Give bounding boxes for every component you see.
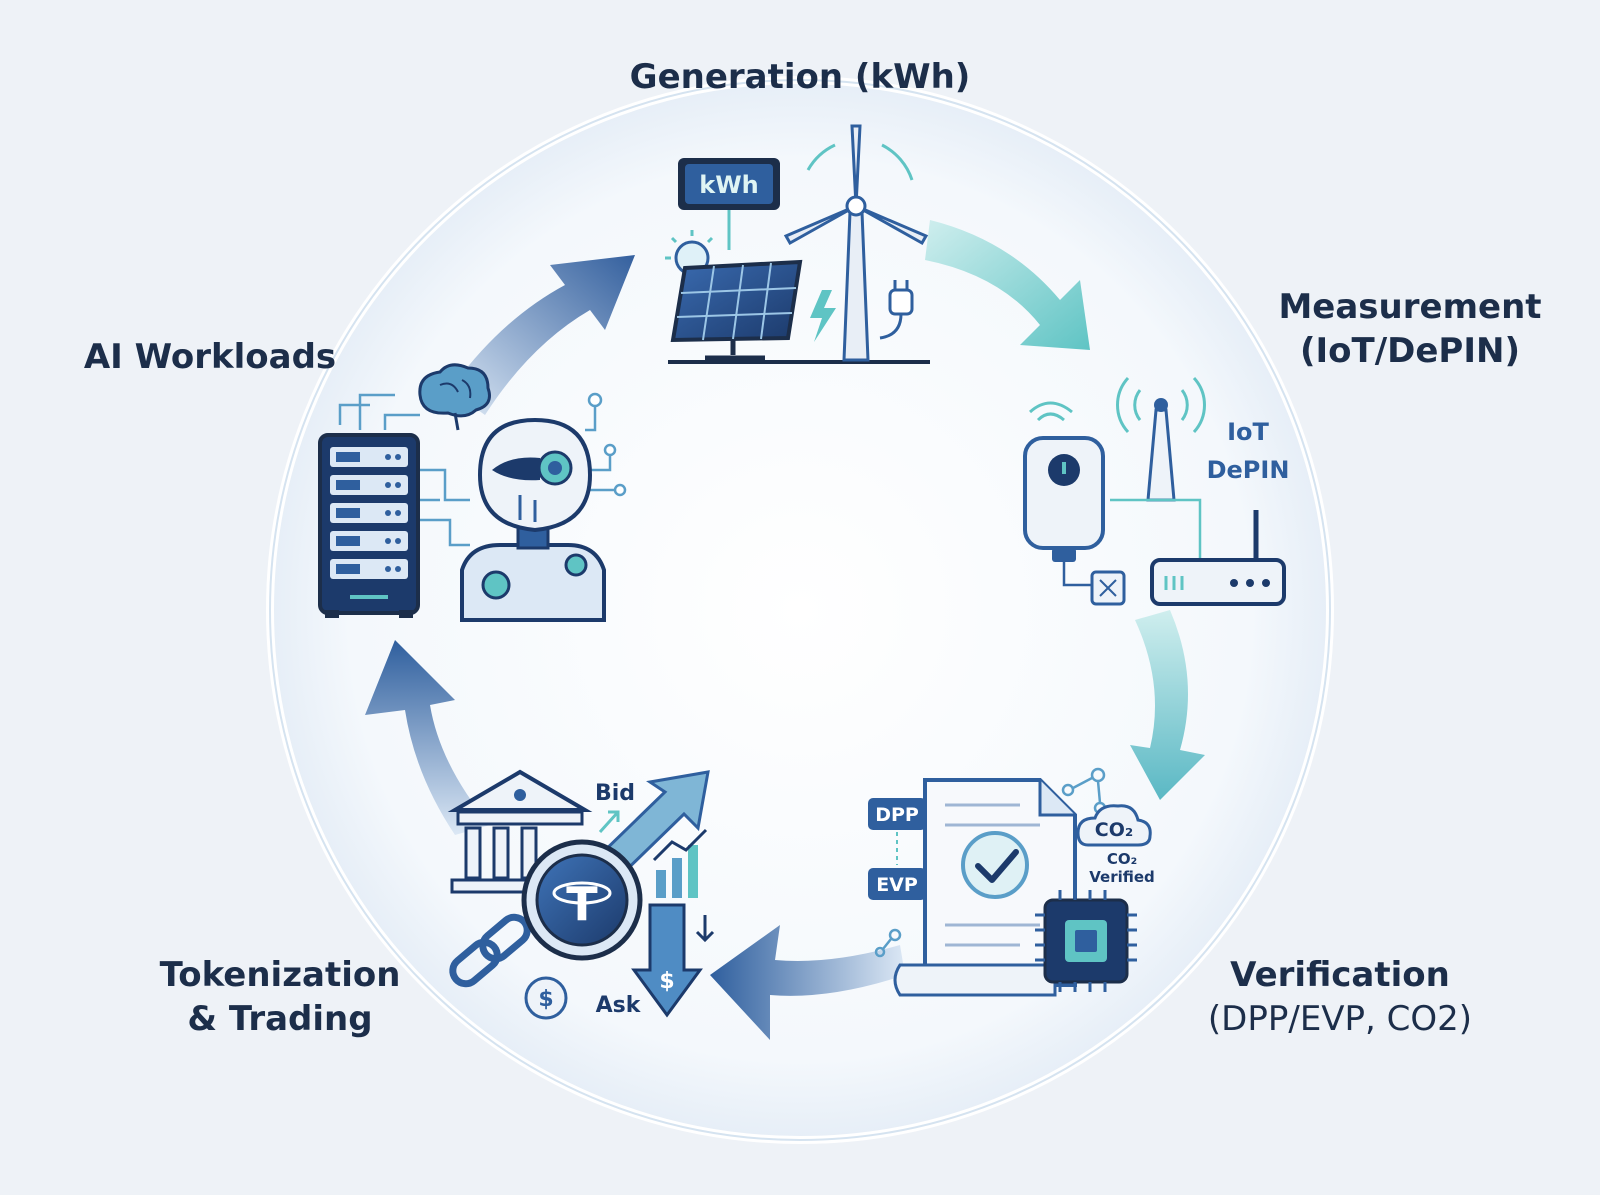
- bar-chart-icon: [652, 828, 708, 898]
- chip-icon: [1090, 570, 1126, 606]
- tokenization-title-line1: Tokenization: [159, 955, 401, 995]
- co2-cloud-icon: CO₂: [1076, 804, 1152, 847]
- co2-verified-line2: Verified: [1089, 868, 1155, 886]
- measurement-icon: IoT DePIN: [1023, 376, 1290, 606]
- ask-label: Ask: [596, 993, 642, 1018]
- evp-tag-label: EVP: [876, 874, 918, 896]
- evp-tag: EVP: [868, 868, 926, 900]
- stage-title-generation: Generation (kWh): [500, 55, 1100, 99]
- kwh-badge: kWh: [678, 158, 780, 250]
- stage-title-ai-workloads: AI Workloads: [60, 335, 360, 379]
- arrow-measurement-to-verification: [1130, 610, 1205, 800]
- measurement-title-line1: Measurement: [1278, 287, 1542, 327]
- arrow-generation-to-measurement: [925, 220, 1090, 350]
- iot-tag: IoT: [1227, 418, 1269, 446]
- router-icon: [1150, 510, 1286, 606]
- verification-title-line2: (DPP/EVP, CO2): [1207, 999, 1473, 1040]
- generation-title: Generation (kWh): [629, 57, 971, 97]
- depin-tag: DePIN: [1207, 456, 1290, 484]
- disc-outline: [269, 79, 1331, 1141]
- small-up-arrow-icon: [598, 810, 620, 834]
- antenna-tower-icon: [1116, 376, 1206, 502]
- kwh-badge-label: kWh: [699, 171, 759, 199]
- dpp-tag-label: DPP: [875, 804, 919, 826]
- plug-icon: [879, 280, 914, 340]
- generation-icon: kWh: [665, 124, 930, 364]
- verification-title-line1: Verification: [1230, 955, 1450, 995]
- lightning-icon: [810, 290, 836, 342]
- measurement-title-line2: (IoT/DePIN): [1299, 331, 1520, 372]
- stage-title-verification: Verification (DPP/EVP, CO2): [1160, 953, 1520, 1041]
- chain-link-icon: [449, 913, 531, 988]
- molecule-icon: [874, 767, 1107, 958]
- token-coin-icon: T: [521, 839, 643, 961]
- smart-meter-icon: [1023, 401, 1105, 562]
- verification-icon: DPP EVP CO₂ CO₂ Verified: [868, 767, 1155, 997]
- arrow-tokenization-to-ai: [365, 640, 490, 835]
- stage-title-measurement: Measurement (IoT/DePIN): [1260, 285, 1560, 373]
- dpp-tag: DPP: [868, 798, 926, 830]
- stage-title-tokenization: Tokenization & Trading: [120, 953, 440, 1041]
- small-down-arrow-icon: [695, 915, 715, 943]
- tokenization-title-line2: & Trading: [187, 999, 373, 1040]
- brain-icon: [418, 363, 491, 431]
- server-rack-icon: [318, 433, 420, 618]
- solar-panel-icon: [670, 259, 803, 361]
- down-trend-arrow-icon: [631, 903, 703, 1018]
- bid-label: Bid: [595, 781, 635, 806]
- tokenization-icon: Bid $ Ask T $: [447, 769, 715, 1020]
- ai-workloads-icon: [318, 363, 627, 622]
- coin-symbol: T: [566, 877, 598, 931]
- ai-workloads-title: AI Workloads: [83, 337, 337, 377]
- processor-chip-icon: [1035, 890, 1137, 992]
- arrow-ai-to-generation: [450, 255, 635, 415]
- co2-verified-line1: CO₂: [1107, 850, 1137, 868]
- checkmark-icon: [961, 831, 1029, 899]
- arrow-verification-to-tokenization: [710, 925, 905, 1040]
- wind-turbine-icon: [783, 124, 929, 362]
- co2-cloud-label: CO₂: [1095, 819, 1133, 841]
- circuit-lines: [338, 393, 615, 547]
- down-arrow-dollar: $: [659, 969, 674, 994]
- robot-icon: [460, 417, 606, 622]
- dollar-coin-icon: $: [524, 976, 568, 1020]
- dollar-coin-symbol: $: [538, 987, 553, 1012]
